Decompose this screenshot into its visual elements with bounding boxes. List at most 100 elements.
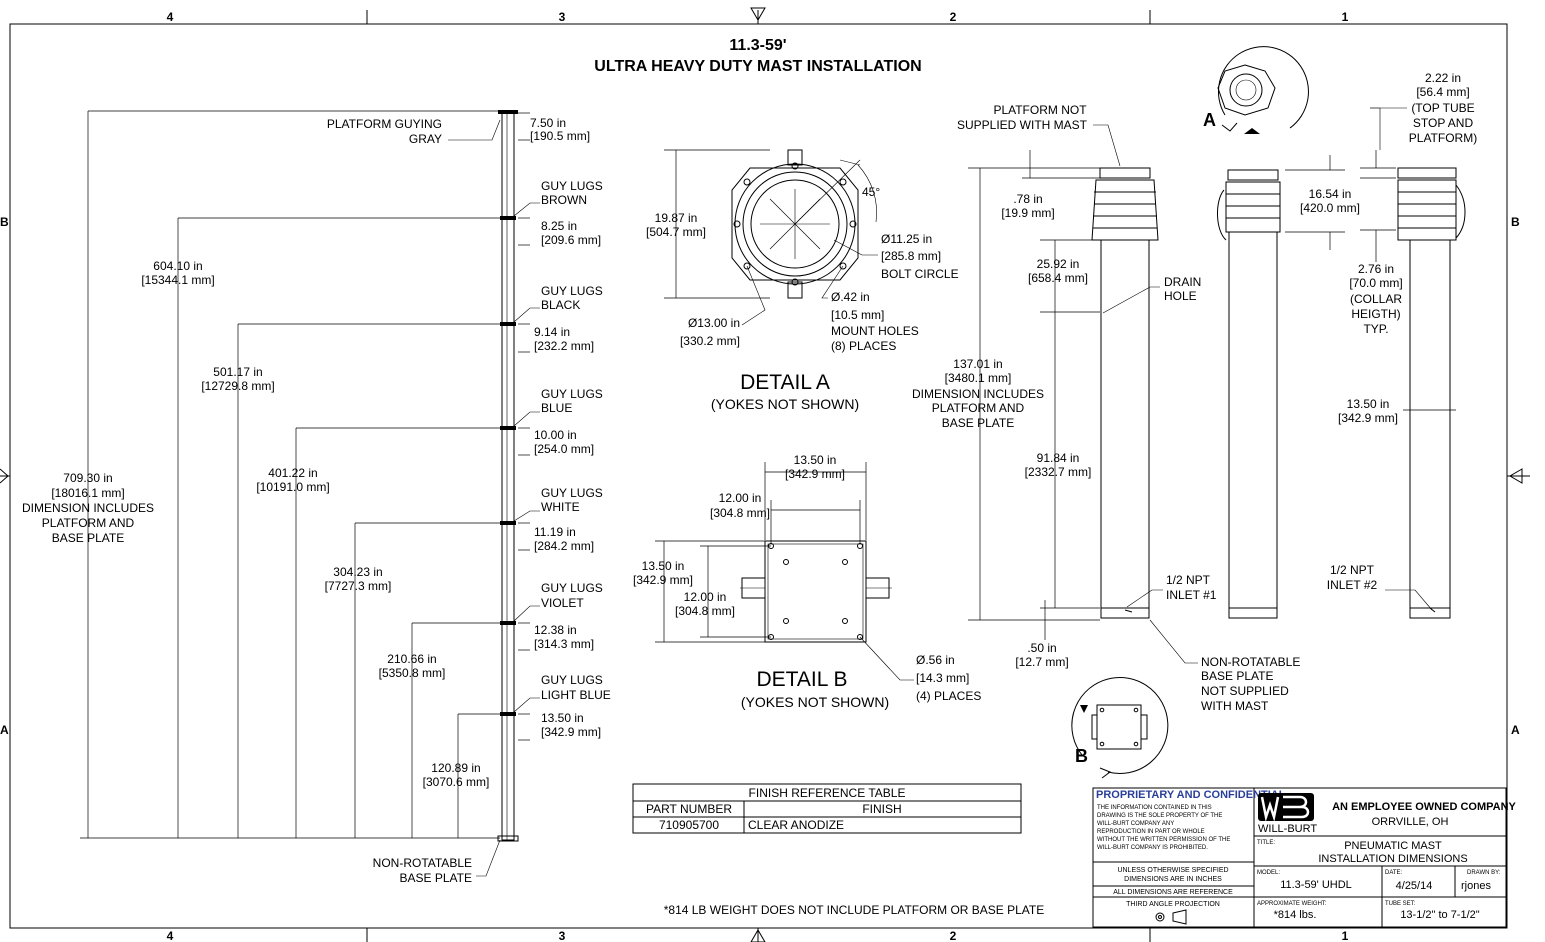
zone-right-a: A [1511, 723, 1520, 737]
proprietary-line-5: WITHOUT THE WRITTEN PERMISSION OF THE [1097, 837, 1230, 843]
svg-text:[314.3 mm]: [314.3 mm] [534, 637, 594, 651]
svg-text:GUY LUGS: GUY LUGS [541, 284, 603, 298]
reference-note: ALL DIMENSIONS ARE REFERENCE [1113, 889, 1233, 896]
svg-text:VIOLET: VIOLET [541, 596, 584, 610]
svg-text:501.17 in: 501.17 in [213, 365, 262, 379]
right-dim-upper-in: 25.92 in [1037, 257, 1080, 271]
svg-text:DIMENSION INCLUDES: DIMENSION INCLUDES [22, 501, 154, 515]
svg-text:PLATFORM): PLATFORM) [1409, 131, 1477, 145]
detail-a: 45° 19.87 in [504.7 mm] Ø11.25 in [285.8… [646, 149, 959, 412]
svg-text:[70.0 mm]: [70.0 mm] [1349, 276, 1402, 290]
finish-row-part: 710905700 [659, 818, 719, 832]
zone-bottom-1: 1 [1342, 929, 1349, 942]
svg-text:401.22 in: 401.22 in [268, 466, 317, 480]
detail-b-height-inner-in: 12.00 in [684, 590, 727, 604]
svg-text:WHITE: WHITE [541, 500, 580, 514]
svg-text:[10191.0 mm]: [10191.0 mm] [256, 480, 329, 494]
detail-a-height-mm: [504.7 mm] [646, 225, 706, 239]
left-base-label-1: NON-ROTATABLE [373, 856, 472, 870]
inlet2-label-2: INLET #2 [1327, 578, 1378, 592]
svg-text:709.30 in: 709.30 in [63, 471, 112, 485]
guy-lug-violet: GUY LUGS VIOLET 12.38 in [314.3 mm] [534, 581, 603, 651]
detail-a-angle: 45° [862, 185, 880, 199]
finish-header-finish: FINISH [862, 802, 901, 816]
mast-tube [501, 111, 515, 841]
projection-note: THIRD ANGLE PROJECTION [1126, 901, 1220, 908]
drawing-title-line2: ULTRA HEAVY DUTY MAST INSTALLATION [594, 58, 921, 75]
zone-left-b: B [0, 215, 9, 229]
svg-text:604.10 in: 604.10 in [153, 259, 202, 273]
detail-a-bolt-mm: [285.8 mm] [881, 249, 941, 263]
detail-b-holes-mm: [14.3 mm] [916, 671, 969, 685]
proprietary-line-1: THE INFORMATION CONTAINED IN THIS [1097, 805, 1212, 811]
height-blue: 401.22 in [10191.0 mm] [256, 466, 329, 494]
detail-a-title: DETAIL A [740, 371, 830, 394]
model-value: 11.3-59' UHDL [1280, 879, 1352, 891]
detail-a-outer-dia: Ø13.00 in [688, 316, 740, 330]
third-angle-projection-icon [1155, 909, 1187, 925]
proprietary-line-3: WILL-BURT COMPANY ANY [1097, 821, 1174, 827]
zone-bottom-2: 2 [950, 929, 957, 942]
guy-lug-light-blue: GUY LUGS LIGHT BLUE 13.50 in [342.9 mm] [541, 673, 611, 739]
right-dim-lower-in: 91.84 in [1037, 451, 1080, 465]
right-dim-total: 137.01 in [3480.1 mm] DIMENSION INCLUDES… [912, 357, 1044, 430]
detail-b-height-outer-in: 13.50 in [642, 559, 685, 573]
svg-text:210.66 in: 210.66 in [387, 652, 436, 666]
svg-text:[284.2 mm]: [284.2 mm] [534, 539, 594, 553]
model-label: MODEL: [1257, 870, 1280, 876]
zone-bottom-3: 3 [559, 929, 566, 942]
svg-text:2.76 in: 2.76 in [1358, 262, 1394, 276]
weight-value: *814 lbs. [1274, 909, 1317, 921]
detail-a-holes-label: MOUNT HOLES [831, 324, 919, 338]
detail-a-bolt-label: BOLT CIRCLE [881, 267, 959, 281]
svg-text:HEIGTH): HEIGTH) [1351, 307, 1400, 321]
svg-text:GUY LUGS: GUY LUGS [541, 486, 603, 500]
right-dim-upper-mm: [658.4 mm] [1028, 271, 1088, 285]
detail-a-height-in: 19.87 in [655, 211, 698, 225]
svg-text:BLACK: BLACK [541, 298, 580, 312]
svg-text:[209.6 mm]: [209.6 mm] [541, 233, 601, 247]
base-note-2: BASE PLATE [1201, 669, 1273, 683]
platform-note-1: PLATFORM NOT [993, 103, 1087, 117]
detail-b-width-outer-in: 13.50 in [794, 453, 837, 467]
svg-text:120.89 in: 120.89 in [431, 761, 480, 775]
drain-label-2: HOLE [1164, 289, 1197, 303]
height-overall: 709.30 in [18016.1 mm] DIMENSION INCLUDE… [22, 471, 154, 545]
svg-text:12.38 in: 12.38 in [534, 623, 577, 637]
collar-width-mm: [420.0 mm] [1300, 201, 1360, 215]
right-dim-base-in: .50 in [1027, 641, 1056, 655]
view-b-indicator: B [1071, 677, 1169, 779]
tube-width-mm: [342.9 mm] [1338, 411, 1398, 425]
right-dim-top-mm: [19.9 mm] [1001, 206, 1054, 220]
view-a-indicator: A [1203, 46, 1309, 134]
svg-text:[232.2 mm]: [232.2 mm] [534, 339, 594, 353]
title-line-2: INSTALLATION DIMENSIONS [1318, 853, 1467, 865]
height-white: 304.23 in [7727.3 mm] [325, 565, 392, 593]
detail-b-subtitle: (YOKES NOT SHOWN) [741, 694, 889, 710]
svg-text:8.25 in: 8.25 in [541, 219, 577, 233]
detail-a-subtitle: (YOKES NOT SHOWN) [711, 396, 859, 412]
centering-mark-left [0, 468, 9, 484]
top-tube-dim: 2.22 in [56.4 mm] (TOP TUBE STOP AND PLA… [1409, 71, 1477, 145]
tube-set-label: TUBE SET: [1385, 901, 1416, 907]
tube-set-value: 13-1/2" to 7-1/2" [1400, 909, 1479, 921]
front-mast-tube [1100, 239, 1150, 619]
svg-text:GUY LUGS: GUY LUGS [541, 581, 603, 595]
brand-name: WILL-BURT [1258, 823, 1317, 835]
drawn-by-label: DRAWN BY: [1467, 870, 1501, 876]
svg-text:BASE PLATE: BASE PLATE [942, 416, 1014, 430]
nested-mast-back: 2.22 in [56.4 mm] (TOP TUBE STOP AND PLA… [1327, 71, 1477, 619]
svg-text:PLATFORM AND: PLATFORM AND [42, 516, 135, 530]
svg-text:304.23 in: 304.23 in [333, 565, 382, 579]
svg-text:2.22 in: 2.22 in [1425, 71, 1461, 85]
svg-text:BASE PLATE: BASE PLATE [52, 531, 124, 545]
right-dim-base-mm: [12.7 mm] [1015, 655, 1068, 669]
inlet2-label-1: 1/2 NPT [1330, 563, 1375, 577]
svg-text:[254.0 mm]: [254.0 mm] [534, 442, 594, 456]
finish-row-finish: CLEAR ANODIZE [748, 818, 844, 832]
svg-text:[7727.3 mm]: [7727.3 mm] [325, 579, 392, 593]
svg-text:(TOP TUBE: (TOP TUBE [1411, 101, 1474, 115]
units-line-1: UNLESS OTHERWISE SPECIFIED [1117, 867, 1228, 874]
svg-text:[342.9 mm]: [342.9 mm] [541, 725, 601, 739]
zone-top-1: 1 [1342, 10, 1349, 24]
